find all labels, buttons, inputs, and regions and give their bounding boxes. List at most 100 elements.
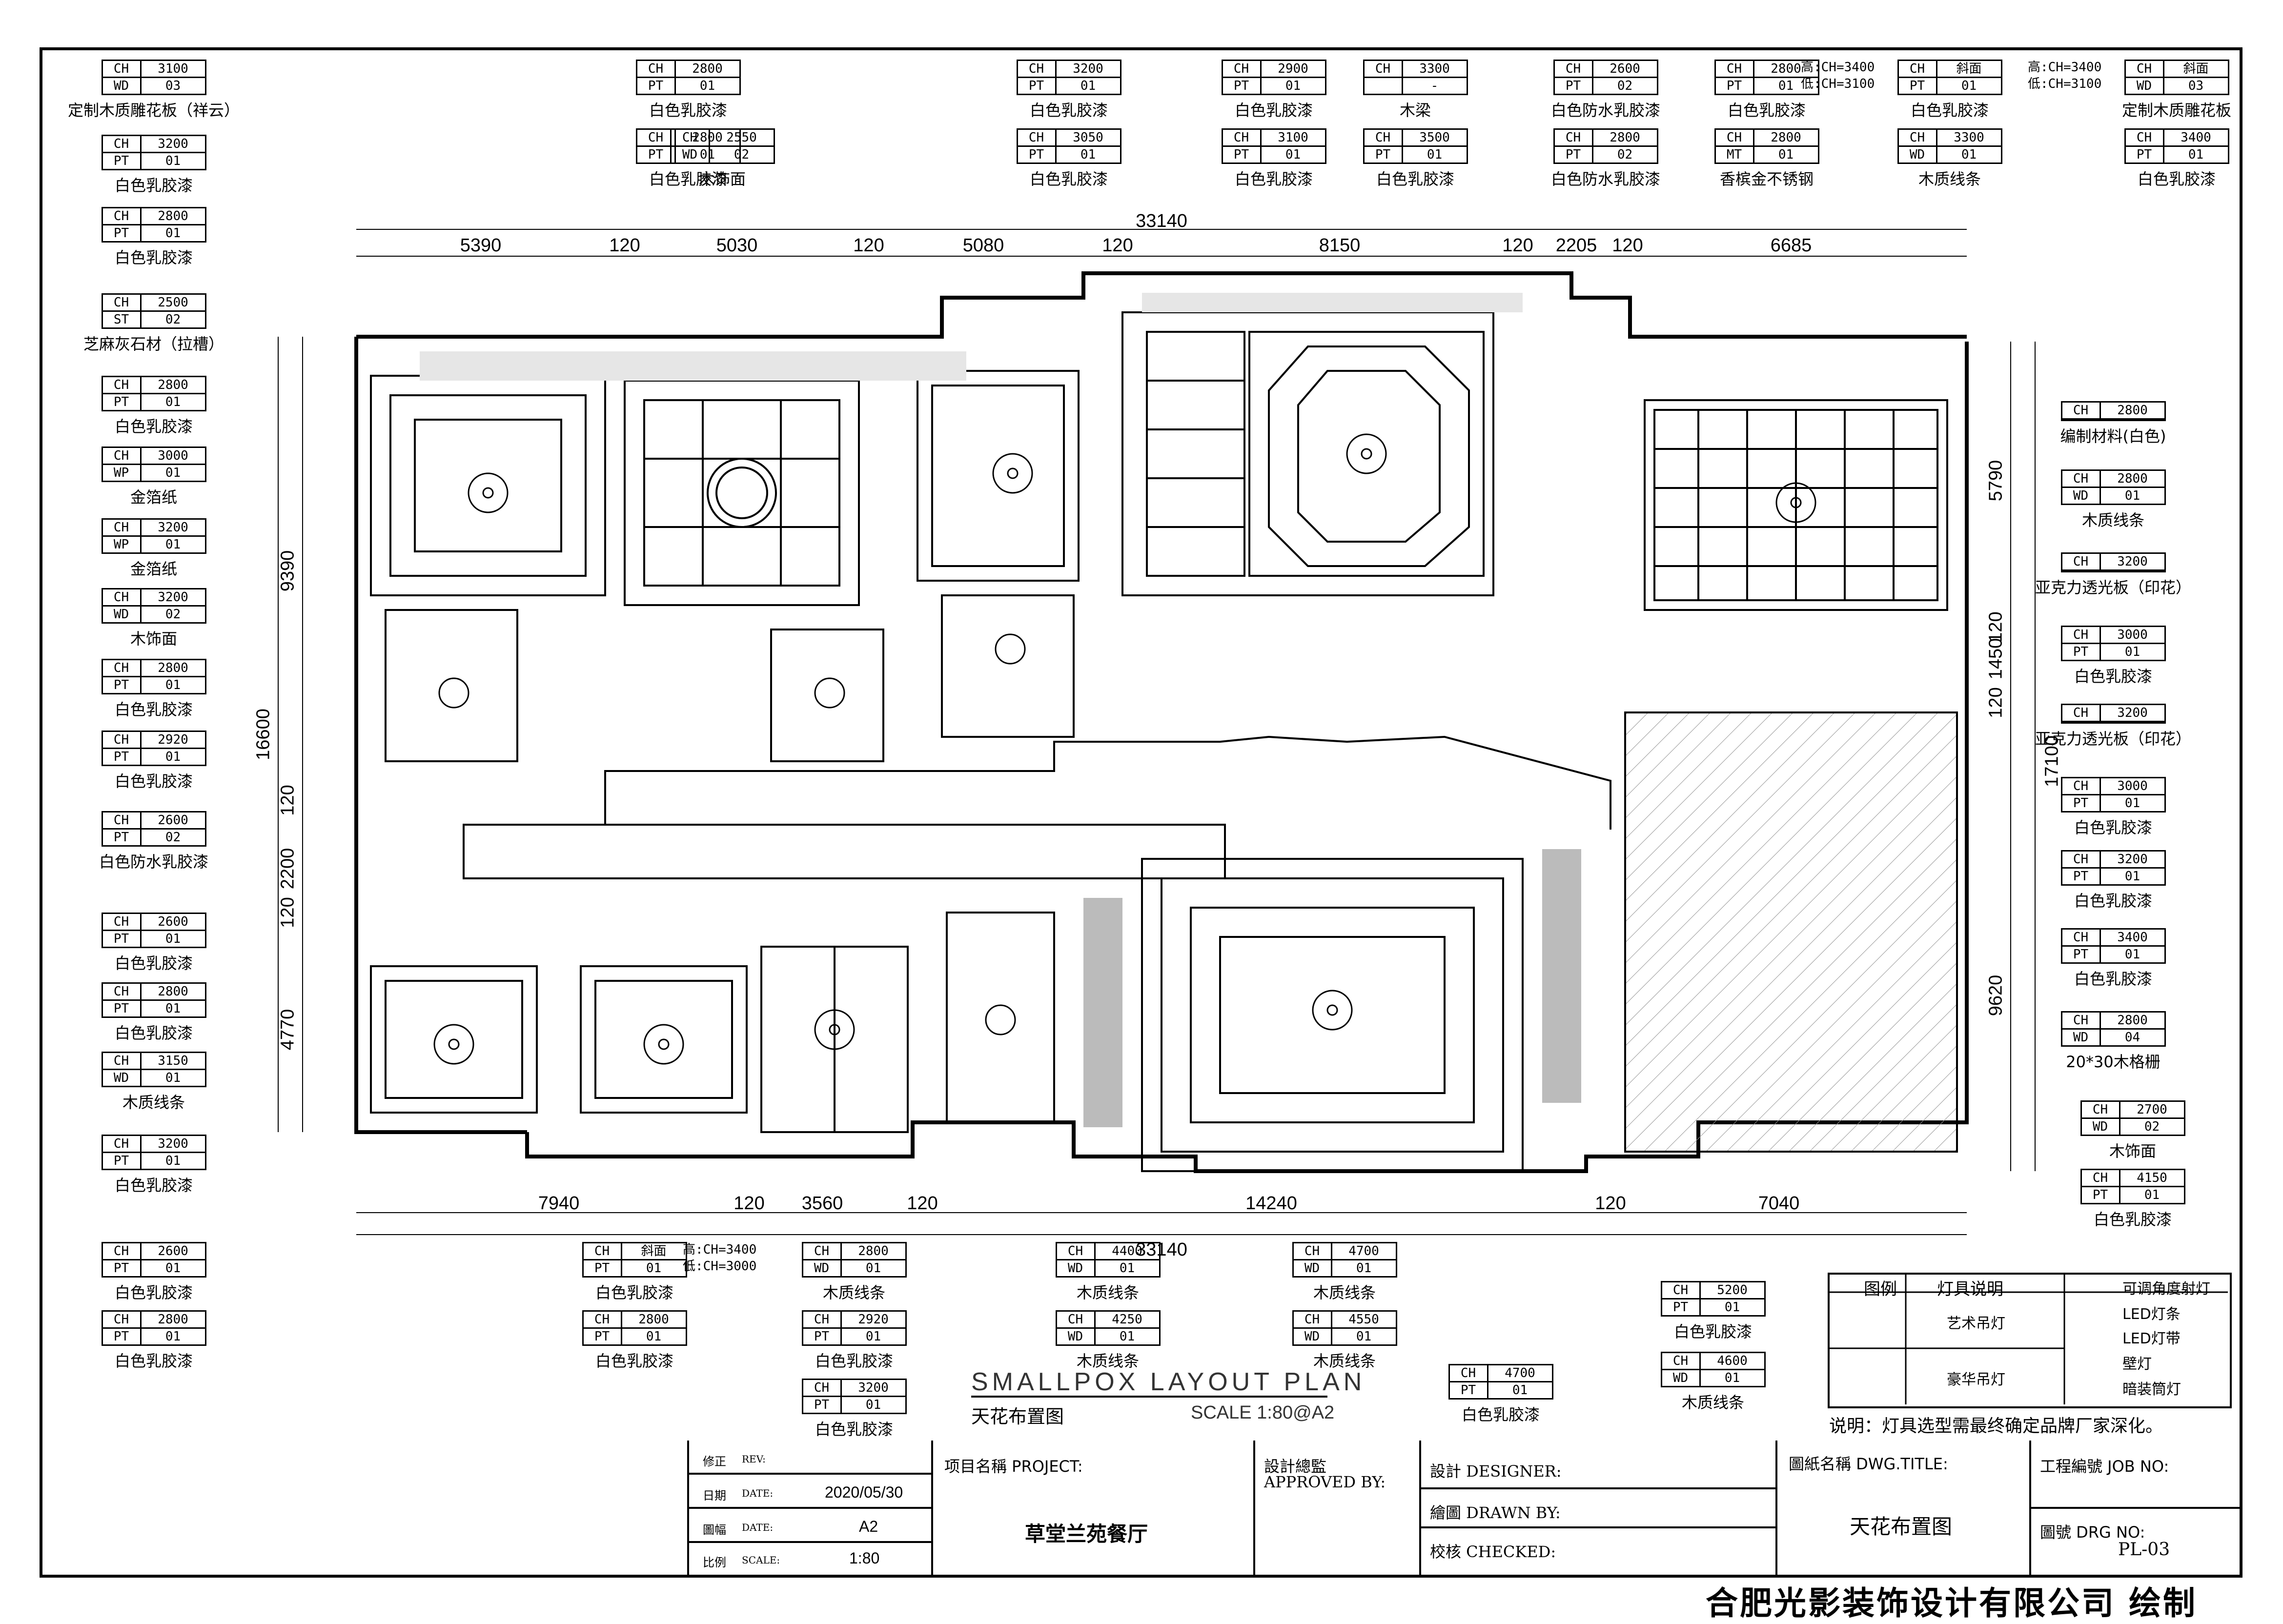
tag-code-key: PT	[1363, 145, 1403, 164]
tag-code-value: 01	[620, 1259, 687, 1278]
tag-material-name: 白色乳胶漆	[2074, 892, 2152, 910]
tag-code-key: CH	[1363, 128, 1403, 147]
tag-code-key: PT	[101, 748, 142, 766]
tag-code-value: 3000	[2099, 777, 2166, 795]
tag-code-value: 2900	[1260, 60, 1326, 78]
tag-code-value: 2600	[140, 913, 206, 931]
tag-material-name: 木质线条	[1076, 1352, 1139, 1370]
tag-material-name: 白色乳胶漆	[815, 1352, 893, 1370]
tag-code-value: 01	[840, 1259, 907, 1278]
tag-code-value: 4700	[1487, 1364, 1553, 1382]
tb-dwg-no-label: 圖號 DRG NO:	[2040, 1523, 2145, 1542]
tag-code-key: PT	[101, 393, 142, 411]
tag-code-key: CH	[2060, 626, 2101, 644]
tag-code-key: WD	[1292, 1327, 1332, 1346]
tag-code-key: PT	[1221, 145, 1262, 164]
tag-material-name: 白色乳胶漆	[114, 417, 193, 436]
tag-code-value: 01	[140, 676, 206, 694]
tag-code-key: WD	[2080, 1117, 2120, 1136]
tag-code-value: 2800	[2099, 469, 2166, 488]
tag-code-value: 2800	[140, 659, 206, 677]
tag-code-key: PT	[2080, 1186, 2120, 1204]
tb-job-label: 工程編號 JOB NO:	[2040, 1457, 2169, 1476]
tag-code-key	[2060, 418, 2101, 421]
tag-code-value	[2099, 721, 2166, 724]
tag-code-key: PT	[101, 152, 142, 170]
tag-code-key: WD	[101, 77, 142, 95]
tag-material-name: 木质线条	[1313, 1352, 1376, 1370]
tb-scale-en: SCALE:	[742, 1554, 780, 1566]
tag-code-key: MT	[1714, 145, 1754, 164]
tag-code-key: PT	[635, 77, 676, 95]
tag-code-value: 2800	[2099, 1011, 2166, 1030]
tag-material-name: 白色乳胶漆	[114, 954, 193, 973]
tag-code-value: 01	[140, 1152, 206, 1170]
tag-code-value: 01	[2099, 794, 2166, 812]
tag-material-name: 木质线条	[2081, 511, 2144, 529]
tag-code-key: WD	[801, 1259, 842, 1278]
tag-code-value: 5200	[1699, 1281, 1766, 1299]
tag-code-value: 2920	[140, 731, 206, 749]
tag-material-name: 亚克力透光板（印花）	[2035, 730, 2192, 748]
tag-code-value: 斜面	[1936, 60, 2002, 78]
tag-code-value: 01	[1260, 77, 1326, 95]
tag-code-key	[2060, 721, 2101, 724]
tag-code-key: PT	[101, 676, 142, 694]
tag-code-value: 04	[2099, 1028, 2166, 1047]
tb-drawn-label: 繪圖 DRAWN BY:	[1430, 1503, 1561, 1522]
tag-code-key: PT	[101, 999, 142, 1018]
tag-material-name: 木质线条	[1918, 170, 1981, 188]
tag-code-key: CH	[582, 1242, 622, 1260]
tag-code-key: PT	[101, 1327, 142, 1346]
tag-code-key: CH	[801, 1242, 842, 1260]
tag-material-name: 白色乳胶漆	[114, 1283, 193, 1302]
tag-code-key: WD	[1292, 1259, 1332, 1278]
tag-material-name: 白色乳胶漆	[1461, 1405, 1540, 1424]
tag-code-value: 01	[1753, 145, 1819, 164]
tag-material-name: 白色乳胶漆	[114, 1024, 193, 1042]
tag-material-name: 白色乳胶漆	[114, 176, 193, 195]
dimension-label: 6685	[1770, 235, 1812, 256]
tag-code-key: CH	[2060, 777, 2101, 795]
tag-code-key: CH	[101, 811, 142, 830]
tb-rev-en: REV:	[742, 1453, 766, 1465]
tag-code-key: CH	[101, 659, 142, 677]
tag-code-key: PT	[1553, 77, 1593, 95]
tag-code-value: 01	[1055, 145, 1121, 164]
tag-code-value: 01	[140, 748, 206, 766]
dimension-label: 120	[853, 235, 884, 256]
tag-code-key: CH	[2060, 704, 2101, 722]
tag-code-key: CH	[1660, 1352, 1701, 1370]
tag-code-value: 3300	[1936, 128, 2002, 147]
tag-code-key: ST	[101, 310, 142, 329]
dimension-label: 7940	[538, 1193, 580, 1214]
tag-code-value: 3200	[2099, 704, 2166, 722]
